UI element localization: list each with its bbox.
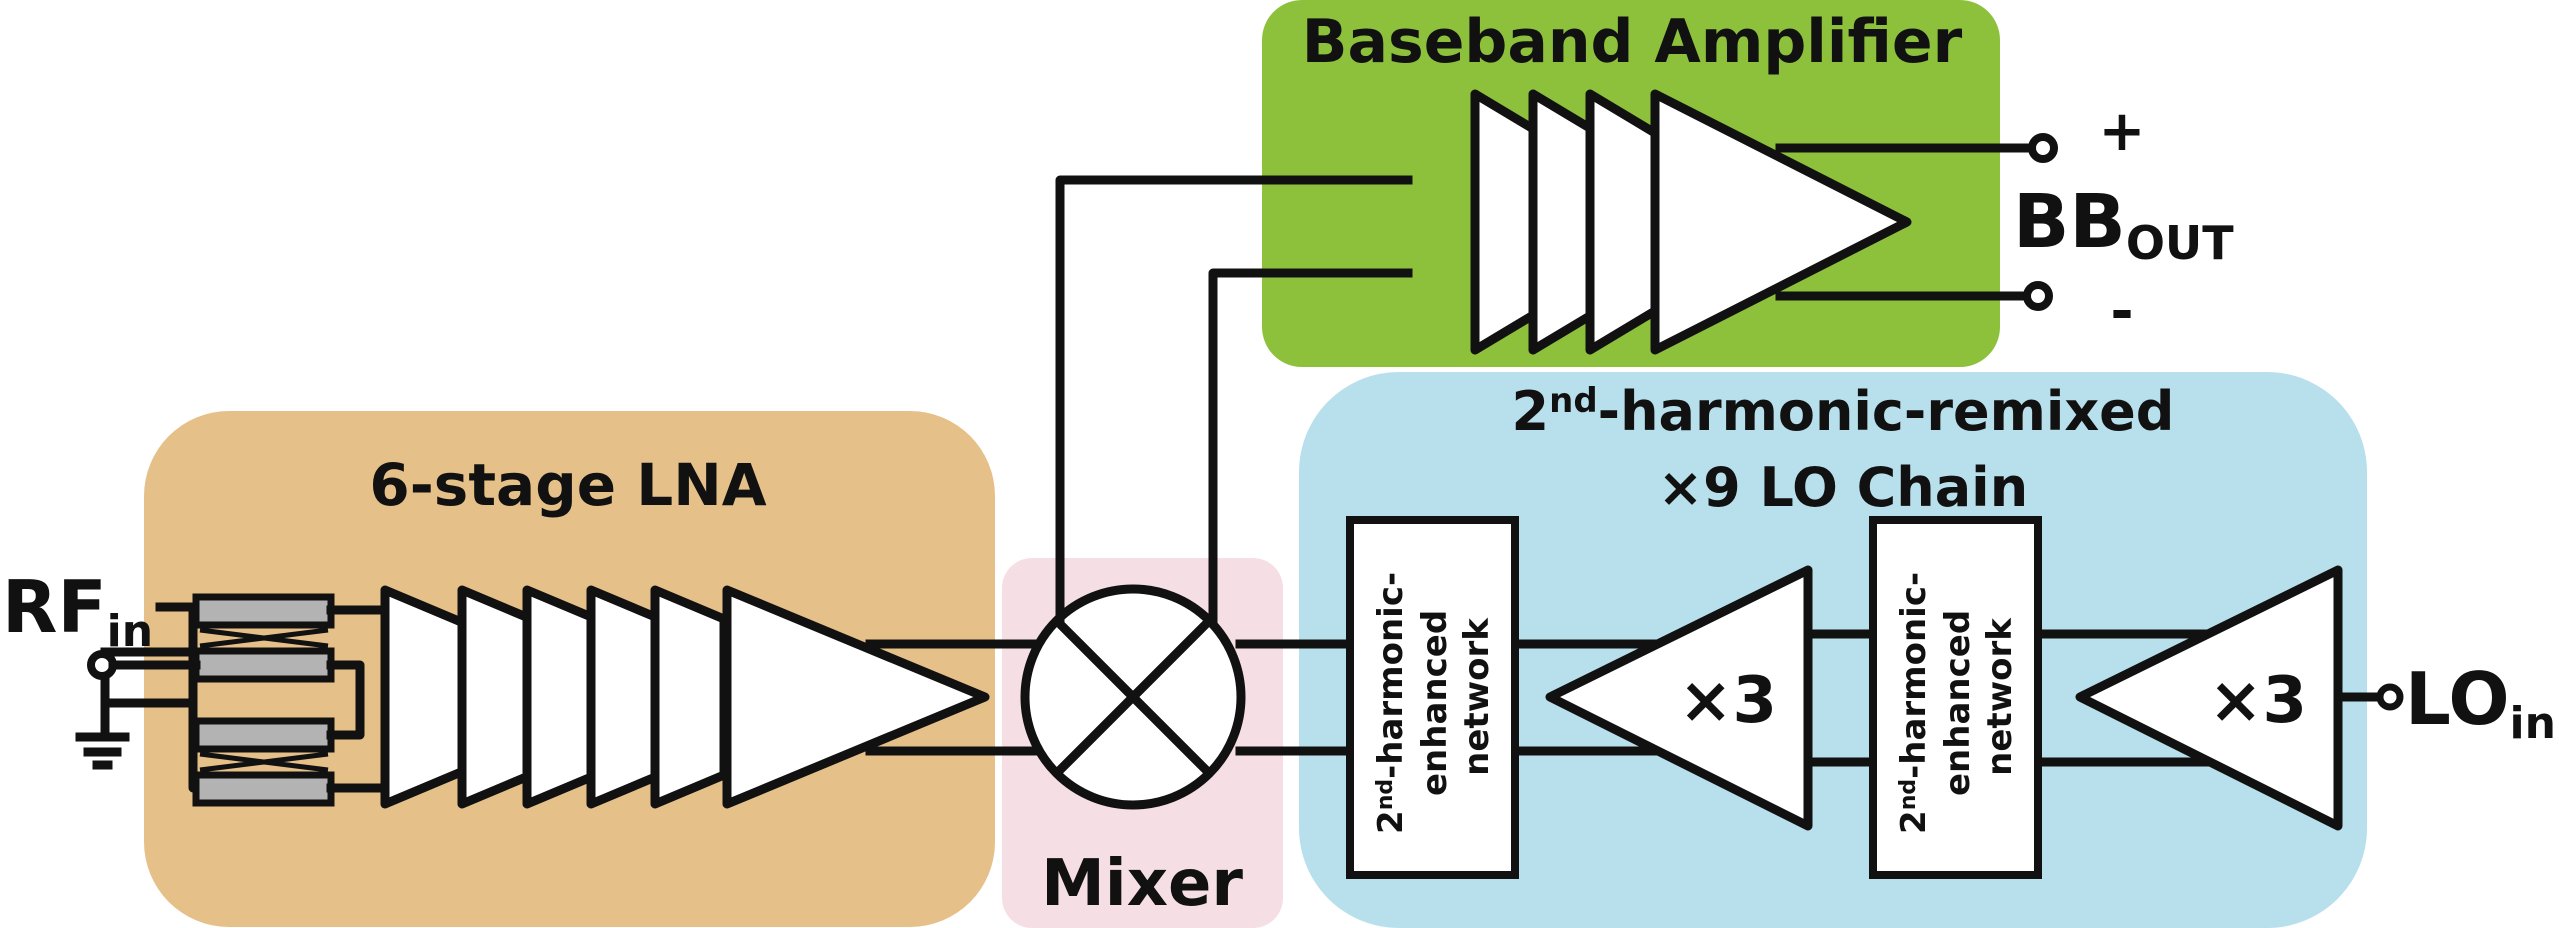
lo-in-port[interactable]	[2376, 683, 2404, 711]
harmonic-network-2: 2nd-harmonic- enhanced network	[1869, 516, 2042, 879]
mixer-symbol	[1020, 584, 1246, 810]
bb-out-minus-port[interactable]	[2023, 281, 2053, 311]
svg-text:2nd-harmonic- enhanced: 2nd-harmonic- enhanced network	[1894, 560, 2020, 834]
bb-stage-3	[1585, 89, 1660, 355]
lna-title: 6-stage LNA	[369, 451, 766, 519]
bb-out-label: BBOUT	[2013, 179, 2234, 270]
ground-icon	[80, 733, 125, 769]
frequency-tripler-2: ×3	[2075, 565, 2343, 831]
lna-stage-3	[522, 585, 596, 809]
lna-stage-6	[722, 585, 990, 809]
bb-amplifier-chain	[1470, 89, 1912, 355]
svg-text:×3: ×3	[2209, 664, 2307, 738]
bb-out-plus-port[interactable]	[2028, 133, 2058, 163]
lna-stage-5	[650, 585, 729, 809]
lo-title-line2: ×9 LO Chain	[1658, 456, 2028, 519]
mixer-title: Mixer	[1041, 847, 1243, 921]
lo-in-label: LOin	[2405, 657, 2556, 749]
svg-text:×3: ×3	[1679, 664, 1777, 738]
lo-title-line1: 2nd-harmonic-remixed	[1512, 380, 2175, 443]
transformer-coil-1	[192, 593, 335, 629]
frequency-tripler-1: ×3	[1545, 565, 1813, 831]
bb-stage-1	[1470, 89, 1538, 355]
rf-in-label: RFin	[2, 565, 153, 657]
lna-stage-1	[380, 585, 467, 809]
lna-stage-4	[586, 585, 660, 809]
lo-region	[1299, 372, 2367, 928]
lna-amplifier-chain	[380, 585, 990, 809]
bb-stage-2	[1528, 89, 1595, 355]
bb-out-minus-label: -	[2110, 279, 2133, 344]
bb-out-plus-label: +	[2099, 99, 2146, 164]
harmonic-network-1: 2nd-harmonic- enhanced network	[1346, 516, 1519, 879]
bb-title: Baseband Amplifier	[1302, 7, 1963, 77]
transformer-coil-2	[192, 647, 335, 683]
transformer-coil-4	[192, 771, 335, 807]
lna-stage-2	[457, 585, 532, 809]
svg-text:2nd-harmonic- enhanced: 2nd-harmonic- enhanced network	[1371, 560, 1497, 834]
bb-stage-4	[1650, 89, 1912, 355]
transformer-coil-3	[192, 717, 335, 753]
